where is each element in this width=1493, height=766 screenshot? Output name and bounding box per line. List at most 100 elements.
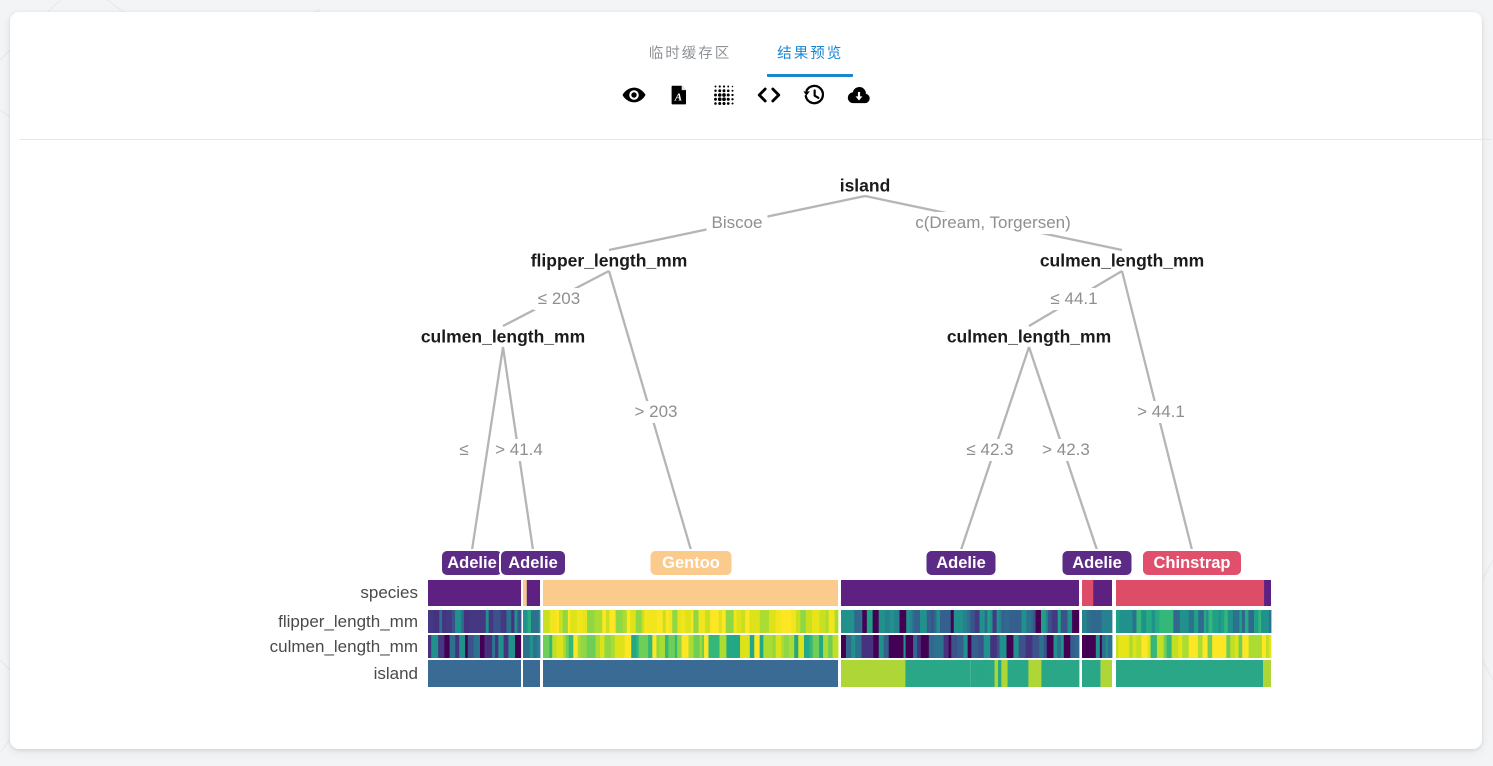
- tab-temp-cache[interactable]: 临时缓存区: [648, 46, 732, 62]
- pdf-export-button[interactable]: A: [666, 82, 692, 108]
- heatmap-tile: [529, 635, 534, 658]
- heatmap-tile: [1049, 660, 1053, 687]
- heatmap-tile: [953, 610, 959, 633]
- heatmap-tile: [1263, 660, 1271, 687]
- heatmap-tile: [1076, 660, 1080, 687]
- heatmap-tile: [1096, 610, 1102, 633]
- heatmap-tile: [543, 660, 838, 687]
- heatmap-tile: [781, 635, 785, 658]
- halftone-raster-icon: [713, 85, 734, 106]
- header-divider: [20, 139, 1492, 140]
- heatmap-tile: [1006, 635, 1014, 658]
- cloud-download-icon: [847, 86, 870, 104]
- history-button[interactable]: [801, 82, 827, 108]
- heatmap-tile: [643, 635, 649, 658]
- split-node-label: culmen_length_mm: [946, 326, 1112, 347]
- heatmap-tile: [1269, 635, 1272, 658]
- heatmap-tile: [933, 635, 940, 658]
- heatmap-tile: [1182, 635, 1190, 658]
- heatmap-tile: [1021, 610, 1027, 633]
- heatmap-tile: [498, 635, 505, 658]
- heatmap-tile: [1124, 610, 1130, 633]
- heatmap-tile: [938, 635, 944, 658]
- code-view-button[interactable]: [756, 82, 782, 108]
- heatmap-tile: [1060, 610, 1068, 633]
- split-node-label: island: [839, 175, 891, 196]
- heatmap-tile: [463, 610, 470, 633]
- heatmap-tile: [1013, 635, 1020, 658]
- heatmap-tile: [1010, 660, 1013, 687]
- heatmap-tile: [1064, 660, 1072, 687]
- tree-edge: [470, 346, 505, 551]
- download-button[interactable]: [846, 82, 872, 108]
- heatmap-tile: [970, 610, 976, 633]
- edge-label: c(Dream, Torgersen): [910, 212, 1076, 234]
- heatmap-tile: [841, 580, 1079, 606]
- heatmap-tile: [966, 610, 971, 633]
- split-node-label: culmen_length_mm: [1039, 250, 1205, 271]
- code-brackets-icon: [757, 87, 780, 103]
- heatmap-tile: [791, 610, 797, 633]
- heatmap-tile: [1221, 610, 1225, 633]
- heatmap-row-label: species: [360, 583, 418, 602]
- heatmap-tile: [905, 635, 909, 658]
- heatmap-tile: [684, 610, 692, 633]
- edge-label: > 41.4: [490, 439, 548, 461]
- heatmap-tile: [1156, 635, 1165, 658]
- heatmap-tile: [979, 610, 986, 633]
- heatmap-tile: [1194, 610, 1199, 633]
- heatmap-tile: [883, 635, 890, 658]
- heatmap-tile: [1191, 635, 1199, 658]
- heatmap-tile: [1004, 610, 1010, 633]
- heatmap-tile: [624, 635, 632, 658]
- heatmap-tile: [795, 610, 801, 633]
- heatmap-tile: [619, 635, 626, 658]
- leaf-node-badge: Adelie: [1060, 549, 1134, 577]
- heatmap-tile: [467, 635, 475, 658]
- heatmap-tile: [1001, 610, 1005, 633]
- heatmap-tile: [664, 635, 669, 658]
- edge-label: Biscoe: [706, 212, 768, 234]
- heatmap-tile: [1026, 610, 1032, 633]
- heatmap-tile: [996, 635, 1000, 658]
- halftone-raster-button[interactable]: [711, 82, 737, 108]
- heatmap-tile: [496, 610, 502, 633]
- tab-result-preview[interactable]: 结果预览: [767, 36, 854, 77]
- heatmap-tile: [1232, 610, 1240, 633]
- heatmap-tile: [783, 610, 788, 633]
- heatmap-tile: [636, 635, 640, 658]
- heatmap-tile: [811, 610, 816, 633]
- heatmap-tile: [828, 635, 833, 658]
- heatmap-tile: [1128, 610, 1133, 633]
- heatmap-tile: [665, 610, 669, 633]
- heatmap-tile: [1242, 635, 1250, 658]
- heatmap-tile: [772, 635, 777, 658]
- heatmap-tile: [1030, 610, 1034, 633]
- heatmap-tile: [469, 610, 472, 633]
- heatmap-tile: [985, 660, 992, 687]
- heatmap-tile: [819, 635, 824, 658]
- eye-preview-button[interactable]: [621, 82, 647, 108]
- heatmap-tile: [1184, 610, 1190, 633]
- heatmap-tile: [996, 610, 1000, 633]
- heatmap-tile: [654, 635, 657, 658]
- heatmap-tile: [718, 610, 723, 633]
- heatmap-tile: [713, 610, 719, 633]
- edge-label: ≤ 44.1: [1045, 288, 1103, 310]
- heatmap-tile: [1198, 610, 1205, 633]
- heatmap-tile: [1207, 635, 1213, 658]
- heatmap-tile: [912, 610, 916, 633]
- heatmap-tile: [742, 635, 751, 658]
- heatmap-tile: [648, 635, 653, 658]
- heatmap-tile: [527, 610, 532, 633]
- heatmap-tile: [719, 635, 727, 658]
- heatmap-tile: [1101, 635, 1107, 658]
- heatmap-row-label: culmen_length_mm: [269, 636, 418, 656]
- heatmap-tile: [974, 610, 980, 633]
- heatmap-tile: [514, 610, 518, 633]
- heatmap-tile: [473, 635, 481, 658]
- heatmap-tile: [567, 610, 571, 633]
- heatmap-tile: [573, 635, 579, 658]
